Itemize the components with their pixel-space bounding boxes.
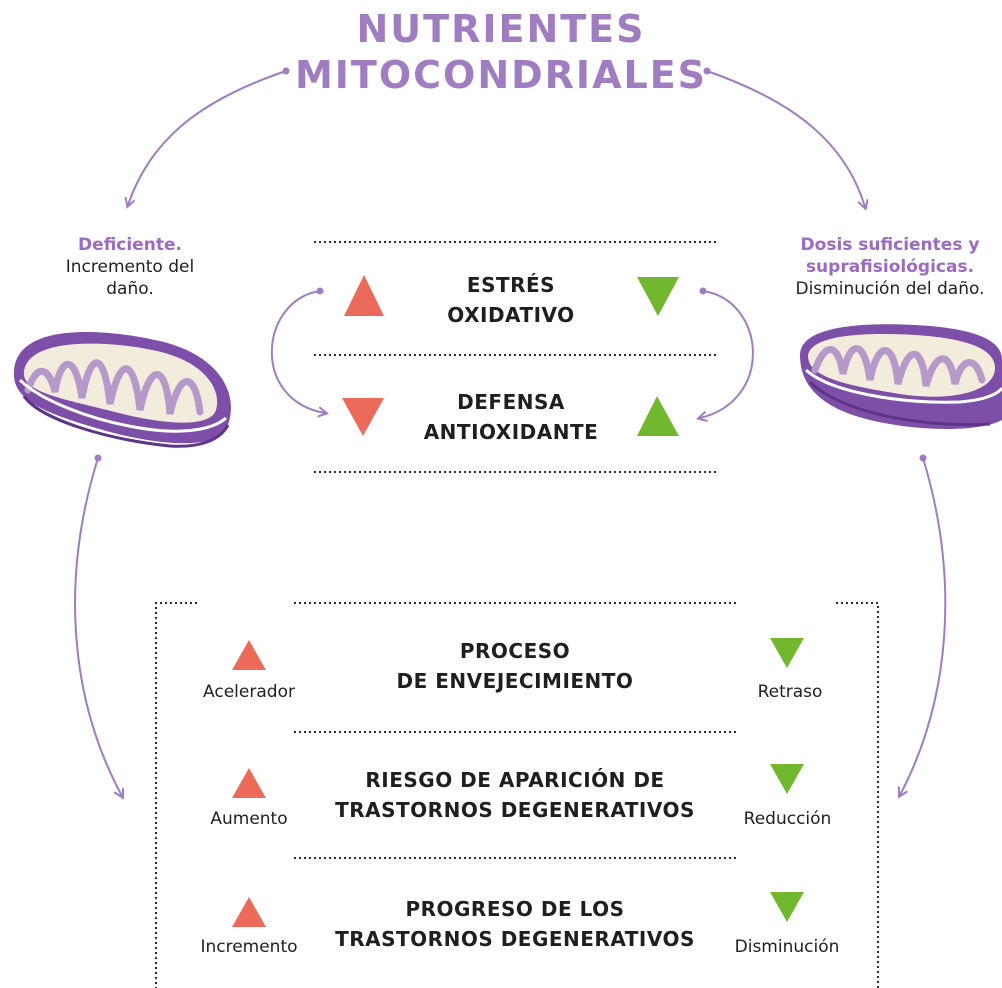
progress-line-2: TRASTORNOS DEGENERATIVOS — [335, 927, 695, 951]
antioxidant-defense-line-2: ANTIOXIDANTE — [423, 420, 599, 444]
progress-label: PROGRESO DE LOS TRASTORNOS DEGENERATIVOS — [300, 894, 730, 954]
aging-process-label: PROCESO DE ENVEJECIMIENTO — [300, 636, 730, 696]
risk-up-triangle-icon — [232, 768, 266, 798]
risk-line-2: TRASTORNOS DEGENERATIVOS — [335, 798, 695, 822]
left-long-arrow — [74, 454, 122, 797]
right-heading-line-2: suprafisiológicas. — [805, 257, 975, 277]
title-line-2: MITOCONDRIALES — [294, 53, 708, 97]
left-line-2: daño. — [106, 279, 154, 299]
aging-left-label: Acelerador — [203, 682, 295, 702]
progress-down-triangle-icon — [770, 892, 804, 922]
aging-process-line-1: PROCESO — [459, 639, 571, 663]
top-box-separators — [314, 241, 718, 473]
diagram-title: NUTRIENTES MITOCONDRIALES — [0, 6, 1002, 98]
right-heading-line-1: Dosis suficientes y — [800, 235, 980, 255]
right-mitochondrion-icon — [800, 324, 1002, 429]
inner-arrow-right — [700, 287, 754, 419]
risk-left-label: Aumento — [210, 809, 288, 829]
progress-right-label: Disminución — [734, 937, 840, 957]
risk-line-1: RIESGO DE APARICIÓN DE — [365, 768, 665, 792]
antioxidant-defense-label: DEFENSA ANTIOXIDANTE — [386, 387, 636, 447]
left-heading: Deficiente. — [78, 235, 182, 255]
oxidative-stress-line-2: OXIDATIVO — [447, 303, 575, 327]
antioxidant-defense-line-1: DEFENSA — [457, 390, 565, 414]
left-mitochondrion-icon — [13, 331, 231, 448]
aging-up-triangle-icon — [232, 640, 266, 670]
progress-line-1: PROGRESO DE LOS — [405, 897, 625, 921]
risk-down-triangle-icon — [770, 764, 804, 794]
progress-left-label: Incremento — [200, 937, 298, 957]
right-long-arrow — [900, 454, 947, 796]
inner-arrow-left — [270, 287, 325, 414]
progress-up-triangle-icon — [232, 897, 266, 927]
right-line-1: Disminución del daño. — [795, 279, 985, 299]
oxidative-stress-label: ESTRÉS OXIDATIVO — [386, 270, 636, 330]
aging-right-label: Retraso — [757, 682, 823, 702]
bottom-box-frame — [155, 602, 879, 988]
oxidative-stress-line-1: ESTRÉS — [466, 273, 556, 297]
stress-down-triangle-icon — [637, 277, 679, 316]
aging-process-line-2: DE ENVEJECIMIENTO — [396, 669, 634, 693]
left-line-1: Incremento del — [65, 257, 195, 277]
title-arrow-left — [128, 67, 290, 206]
defense-down-triangle-icon — [342, 398, 384, 436]
left-deficient-label: Deficiente. Incremento del daño. — [40, 234, 220, 300]
right-sufficient-label: Dosis suficientes y suprafisiológicas. D… — [778, 234, 1002, 300]
risk-right-label: Reducción — [743, 809, 832, 829]
aging-down-triangle-icon — [770, 638, 804, 668]
risk-label: RIESGO DE APARICIÓN DE TRASTORNOS DEGENE… — [300, 765, 730, 825]
defense-up-triangle-icon — [637, 396, 679, 436]
stress-up-triangle-icon — [344, 275, 384, 316]
title-line-1: NUTRIENTES — [356, 7, 646, 51]
title-arrow-right — [703, 67, 866, 208]
